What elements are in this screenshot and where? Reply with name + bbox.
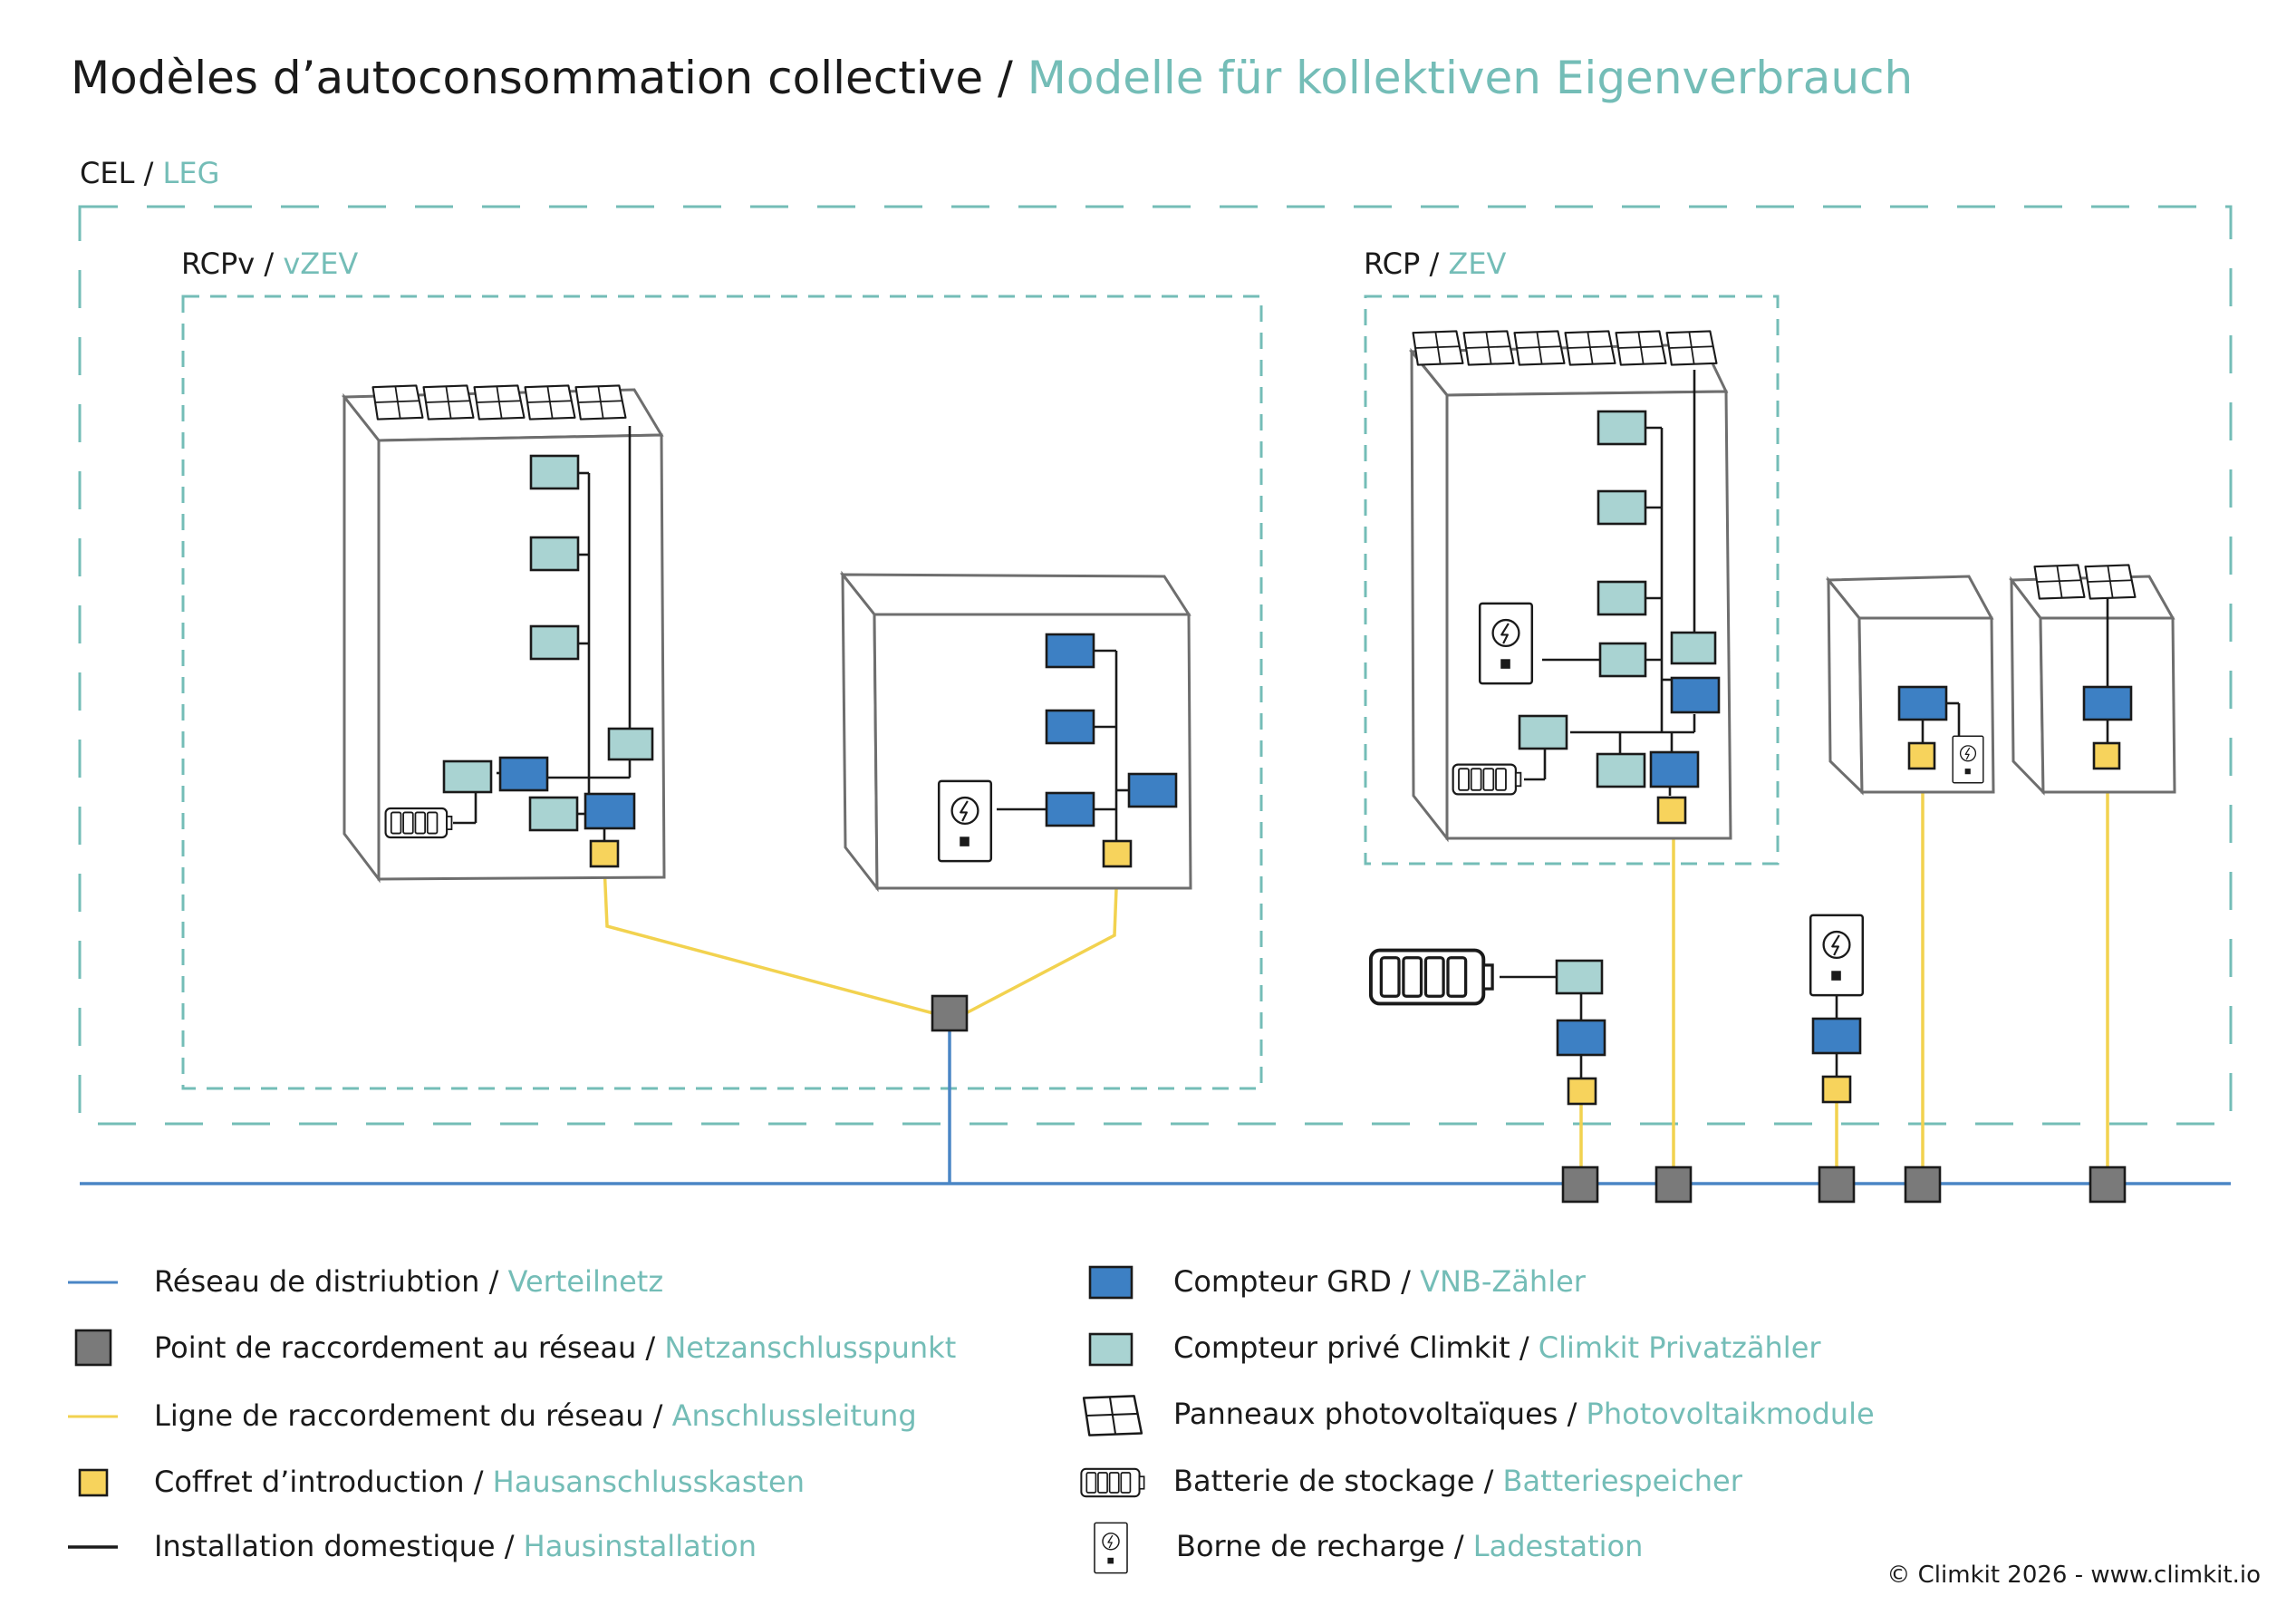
private-meter xyxy=(1596,752,1646,788)
grd-meter xyxy=(1556,1019,1606,1057)
private-meter-icon xyxy=(1088,1332,1134,1367)
legend-item-label: Compteur GRD / VNB-Zähler xyxy=(1173,1264,1587,1299)
entry-box-icon xyxy=(78,1468,109,1497)
battery-icon xyxy=(1368,948,1495,1006)
legend-item-label: Compteur privé Climkit / Climkit Privatz… xyxy=(1173,1330,1821,1365)
entry-box xyxy=(1567,1077,1597,1106)
private-meter xyxy=(1597,489,1647,526)
private-meter xyxy=(529,536,580,572)
charging-station-icon xyxy=(937,779,993,863)
building-rcp xyxy=(1408,330,1732,843)
cel-boundary xyxy=(78,205,2233,1126)
grd-meter xyxy=(1127,772,1178,808)
connection-point xyxy=(1818,1165,1856,1204)
private-meter xyxy=(442,759,493,794)
connection-lines xyxy=(603,769,2109,1171)
rcp-label: RCP / ZEV xyxy=(1364,247,1507,281)
connection-point xyxy=(1904,1165,1942,1204)
solar-panel-icon xyxy=(1082,1395,1143,1436)
private-meter xyxy=(607,727,654,761)
entry-box xyxy=(1102,839,1133,868)
private-meter xyxy=(1670,631,1717,665)
private-meter xyxy=(1597,410,1647,446)
battery-icon xyxy=(1080,1467,1145,1498)
grd-meter xyxy=(1670,676,1721,714)
grd-meter xyxy=(1045,633,1095,669)
private-meter xyxy=(1598,642,1647,678)
private-meter xyxy=(529,454,580,490)
standalone-charging-system xyxy=(1809,914,1865,1104)
building-rcpv-right xyxy=(839,570,1192,893)
charging-station-icon xyxy=(1952,735,1984,784)
charging-station-icon xyxy=(1809,914,1865,997)
entry-box xyxy=(1656,796,1687,825)
grd-meter xyxy=(1811,1017,1862,1055)
private-meter xyxy=(1555,959,1604,995)
copyright: © Climkit 2026 - www.climkit.io xyxy=(1886,1562,2261,1589)
grd-meter xyxy=(498,756,549,792)
charging-station-icon xyxy=(1478,602,1534,685)
grd-meter xyxy=(1045,709,1095,745)
distribution-grid xyxy=(80,1013,2231,1185)
legend-item-label: Réseau de distriubtion / Verteilnetz xyxy=(154,1264,663,1299)
private-meter xyxy=(1518,714,1568,750)
entry-box xyxy=(589,839,620,868)
grd-meter xyxy=(1649,750,1700,788)
cel-label: CEL / LEG xyxy=(80,156,219,190)
legend-item-label: Point de raccordement au réseau / Netzan… xyxy=(154,1330,956,1365)
legend-left: Réseau de distriubtion / Verteilnetz Poi… xyxy=(68,1264,956,1563)
entry-box xyxy=(2092,741,2121,770)
battery-icon xyxy=(384,807,453,839)
rcpv-label: RCPv / vZEV xyxy=(181,247,358,281)
legend-item-label: Installation domestique / Hausinstallati… xyxy=(154,1529,757,1563)
legend-right: Compteur GRD / VNB-Zähler Compteur privé… xyxy=(1080,1264,1875,1574)
grd-meter xyxy=(584,792,636,830)
legend-item-label: Batterie de stockage / Batteriespeicher xyxy=(1173,1464,1743,1498)
rcpv-boundary xyxy=(181,295,1263,1090)
connection-point xyxy=(1561,1165,1599,1204)
building-small-pv xyxy=(2009,564,2176,796)
entry-box xyxy=(1821,1075,1852,1104)
legend-item-label: Borne de recharge / Ladestation xyxy=(1176,1529,1643,1563)
standalone-battery-system xyxy=(1368,948,1606,1106)
legend-item-label: Panneaux photovoltaïques / Photovoltaikm… xyxy=(1173,1397,1875,1431)
battery-icon xyxy=(1452,763,1522,796)
connection-point xyxy=(931,994,969,1032)
private-meter xyxy=(1597,580,1647,616)
charging-station-icon xyxy=(1094,1522,1128,1574)
private-meter xyxy=(529,624,580,661)
private-meter xyxy=(528,796,579,832)
rcp-boundary xyxy=(1364,295,1780,866)
building-small-charger xyxy=(1825,575,1995,796)
connection-point xyxy=(1654,1165,1693,1204)
building-rcpv-left xyxy=(341,384,666,884)
connection-points xyxy=(931,994,2127,1204)
grd-meter xyxy=(1897,685,1948,721)
legend-item-label: Ligne de raccordement du réseau / Anschl… xyxy=(154,1398,917,1433)
connection-point-icon xyxy=(74,1329,112,1367)
page-title: Modèles d’autoconsommation collective / … xyxy=(71,52,1913,104)
grd-meter xyxy=(2082,685,2133,721)
entry-box xyxy=(1907,741,1936,770)
grd-meter-icon xyxy=(1088,1265,1134,1300)
grd-meter xyxy=(1045,791,1095,827)
connection-point xyxy=(2089,1165,2127,1204)
legend-item-label: Coffret d’introduction / Hausanschlusska… xyxy=(154,1465,805,1499)
